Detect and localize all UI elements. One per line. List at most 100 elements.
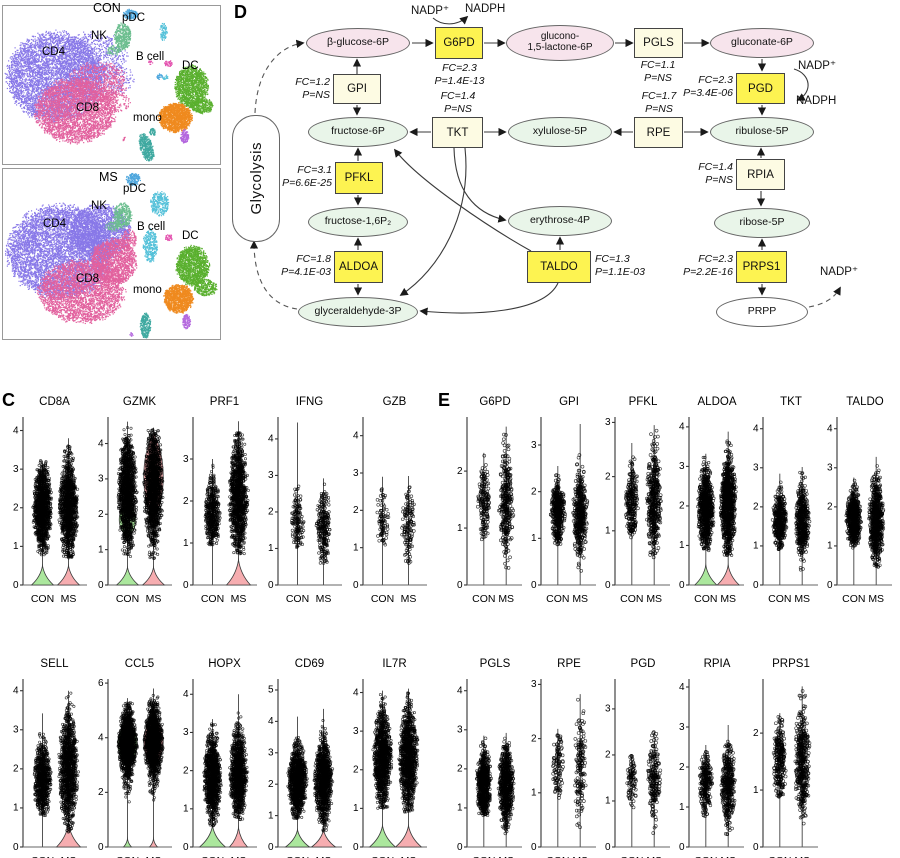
category-label-con: CON — [115, 593, 140, 605]
violin-canvas — [822, 412, 893, 588]
violin-canvas — [261, 674, 343, 850]
violin-canvas — [91, 674, 173, 850]
cofactor-nadph-top: NADPH — [465, 3, 506, 15]
enzyme-pgls: PGLS — [634, 28, 683, 58]
cluster-label-mono: mono — [133, 284, 162, 296]
enzyme-pgd: PGD — [736, 73, 785, 104]
cluster-label-pdc: pDC — [122, 12, 146, 24]
violin-title: HOPX — [208, 658, 241, 670]
enzyme-taldo: TALDO — [527, 251, 591, 283]
category-label-ms: MS — [646, 593, 663, 605]
violin-title: RPE — [557, 658, 581, 670]
category-label-con: CON — [768, 593, 792, 605]
category-label-ms: MS — [315, 593, 332, 605]
violin-title: RPIA — [703, 658, 731, 670]
category-label-ms: MS — [498, 593, 515, 605]
category-label-con: CON — [370, 593, 395, 605]
category-label-con: CON — [285, 593, 310, 605]
violin-plot-ifng: IFNG CON MS — [261, 396, 346, 607]
violin-canvas — [526, 674, 597, 850]
violin-title: PRF1 — [209, 396, 240, 408]
violin-canvas — [176, 674, 258, 850]
umap-ms-canvas — [3, 169, 220, 339]
violin-plot-prps1: PRPS1CONMS — [748, 658, 822, 858]
violin-title: PGD — [630, 658, 656, 670]
category-label-ms: MS — [308, 855, 340, 858]
enzyme-pfkl: PFKL — [335, 162, 383, 194]
fc-prps1: FC=2.3 P=2.2E-16 — [683, 253, 733, 279]
category-label-con: CON — [616, 855, 648, 858]
violin-title: IFNG — [295, 396, 324, 408]
violin-plot-pgd: PGDCONMS — [600, 658, 674, 858]
category-label-ms: MS — [53, 855, 85, 858]
panel-d-label: D — [234, 2, 247, 22]
category-label-con: CON — [367, 855, 399, 858]
category-label-ms: MS — [720, 593, 737, 605]
cluster-label-nk: NK — [91, 30, 107, 42]
fc-g6pd: FC=2.3 P=1.4E-13 — [434, 62, 485, 88]
violin-canvas — [6, 674, 88, 850]
violin-title: G6PD — [479, 396, 511, 408]
violin-canvas — [346, 674, 428, 850]
node-fructose-16p2: fructose-1,6P₂ — [308, 207, 408, 237]
category-label-con: CON — [200, 593, 225, 605]
enzyme-prps1: PRPS1 — [736, 251, 787, 283]
node-fructose-6p: fructose-6P — [308, 117, 408, 147]
fc-aldoa: FC=1.8 P=4.1E-03 — [281, 253, 331, 279]
cluster-label-cd8: CD8 — [76, 273, 100, 285]
violin-title: TALDO — [846, 396, 884, 408]
category-label-con: CON — [472, 593, 496, 605]
violin-canvas — [674, 674, 745, 850]
category-label-ms: MS — [138, 855, 170, 858]
violin-title: GPI — [559, 396, 579, 408]
glycolysis-node: Glycolysis — [232, 115, 280, 242]
violin-plot-sell: SELLCONMS — [6, 658, 91, 858]
cluster-label-dc: DC — [182, 230, 199, 242]
enzyme-gpi: GPI — [333, 74, 381, 104]
category-label-con: CON — [468, 855, 500, 858]
panel-a-group-label: CON — [93, 1, 121, 15]
violin-title: GZMK — [122, 396, 157, 408]
category-label-ms: MS — [712, 855, 744, 858]
category-label-con: CON — [30, 593, 55, 605]
violin-title: IL7R — [382, 658, 407, 670]
category-label-ms: MS — [868, 593, 885, 605]
fc-rpia: FC=1.4 P=NS — [698, 161, 733, 187]
umap-con-canvas — [3, 6, 220, 164]
category-label-con: CON — [690, 855, 722, 858]
violin-plot-il7r: IL7RCONMS — [346, 658, 431, 858]
category-label-con: CON — [546, 593, 570, 605]
fc-pfkl: FC=3.1 P=6.6E-25 — [282, 164, 332, 190]
cofactor-nadph-pgd: NADPH — [796, 95, 837, 107]
category-label-ms: MS — [572, 593, 589, 605]
violin-plot-cd69: CD69CONMS — [261, 658, 346, 858]
cluster-label-dc: DC — [182, 60, 199, 72]
cluster-label-mono: mono — [133, 112, 162, 124]
pathway-arrows — [249, 15, 841, 316]
violin-title: GZB — [382, 396, 407, 408]
violin-plot-pgls: PGLSCONMS — [452, 658, 526, 858]
category-label-con: CON — [842, 593, 866, 605]
